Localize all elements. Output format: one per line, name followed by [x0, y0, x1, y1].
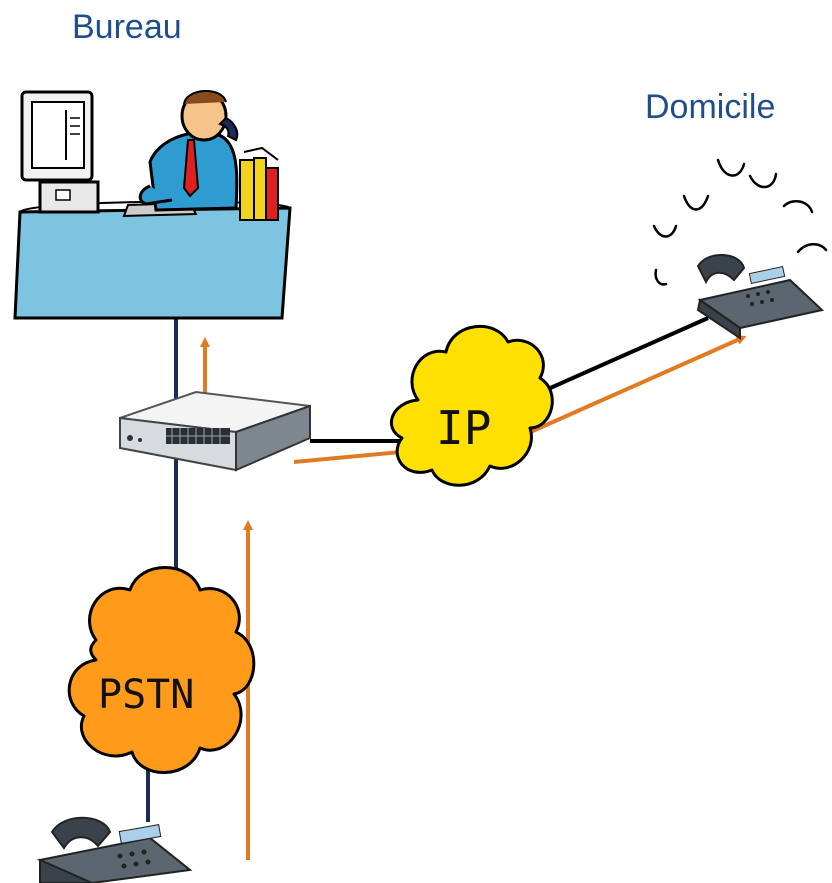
- ip-cloud-icon: IP: [389, 324, 554, 487]
- pstn-cloud-label: PSTN: [98, 672, 194, 718]
- pstn-cloud-icon: PSTN: [67, 566, 256, 774]
- network-switch-icon: [119, 390, 311, 472]
- home-phone-icon: [652, 158, 828, 340]
- external-phone-icon: [36, 816, 193, 883]
- home-label: Domicile: [645, 88, 776, 126]
- ringing-marks-icon: [652, 158, 828, 286]
- ip-cloud-label: IP: [436, 401, 491, 455]
- office-scene-icon: [13, 89, 292, 320]
- ip-to-home-link: [529, 316, 709, 399]
- office-label: Bureau: [72, 8, 182, 46]
